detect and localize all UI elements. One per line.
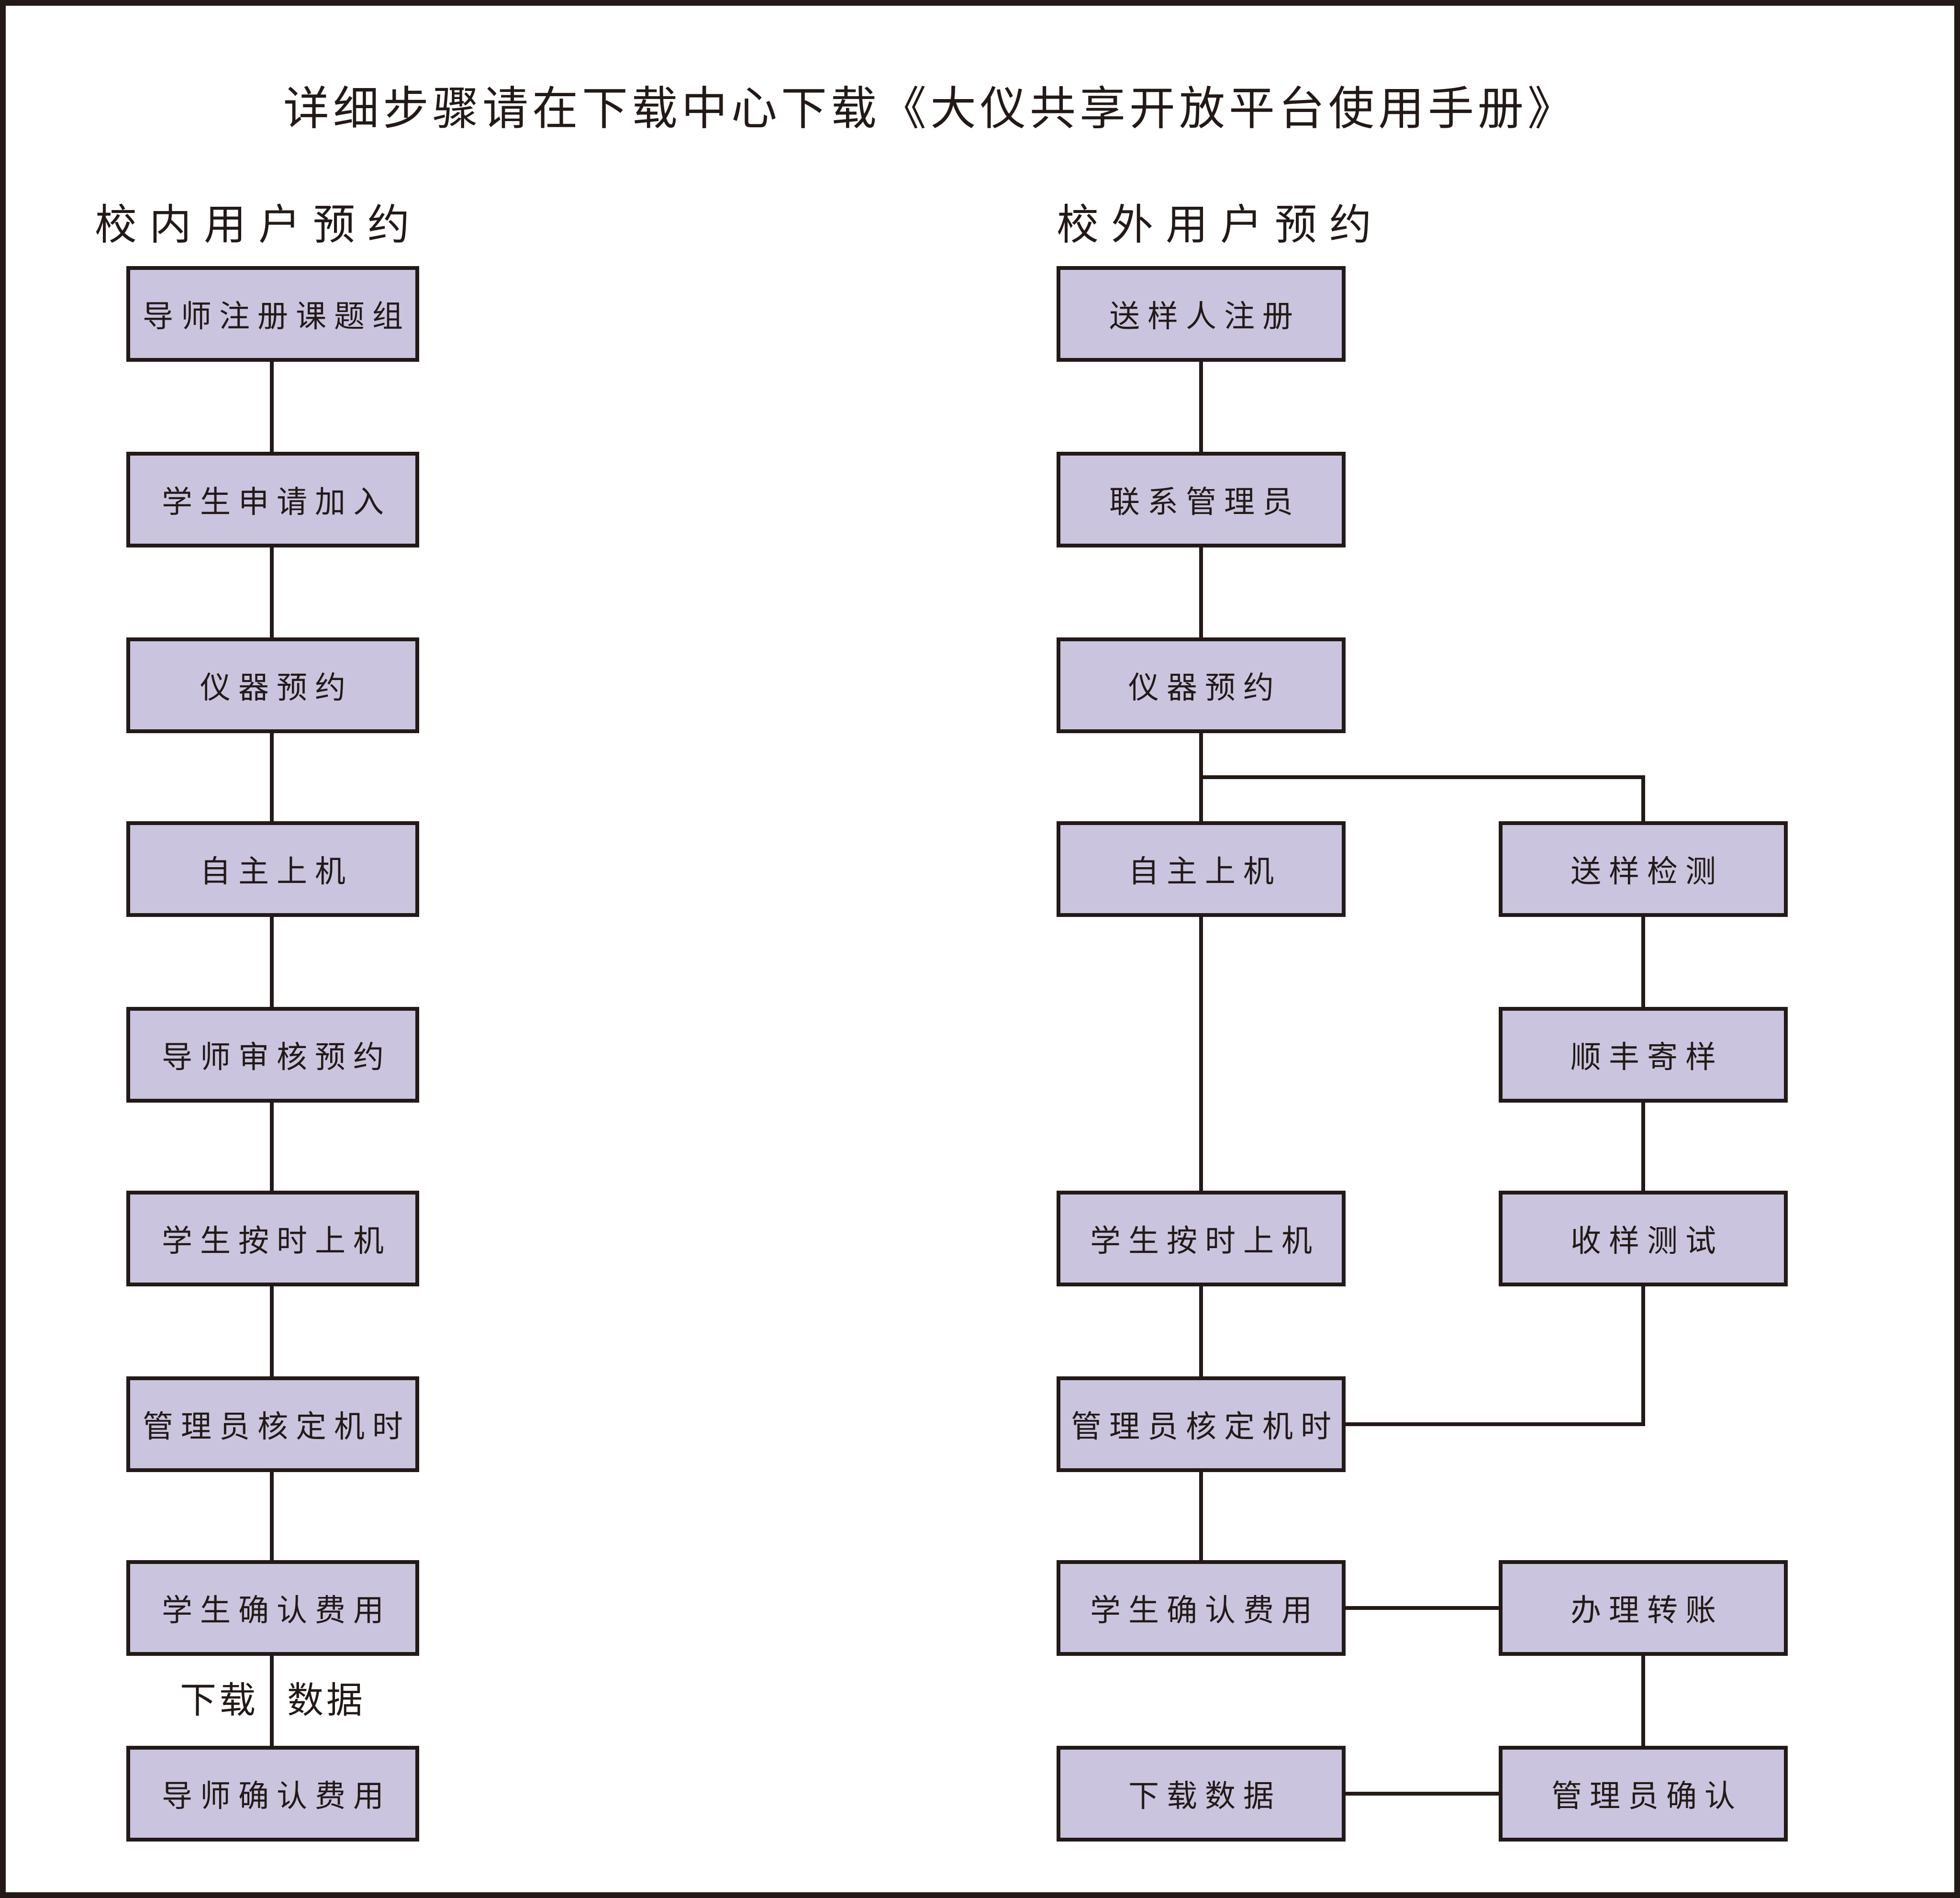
edge-label-data: 数据 [287, 1679, 366, 1721]
connector-line [1199, 917, 1203, 1191]
connector-line [270, 733, 274, 821]
connector-line [1199, 362, 1203, 452]
connector-line [270, 362, 274, 452]
node-ext-process-transfer: 办理转账 [1499, 1560, 1788, 1656]
node-mentor-review-reserve: 导师审核预约 [126, 1007, 419, 1103]
node-admin-verify-hours: 管理员核定机时 [126, 1376, 419, 1472]
connector-line [1199, 775, 1645, 779]
connector-line [270, 1103, 274, 1191]
node-ext-contact-admin: 联系管理员 [1057, 452, 1346, 547]
campus-flow-header: 校内用户预约 [95, 200, 423, 249]
node-ext-sampler-register: 送样人注册 [1057, 266, 1346, 362]
node-instrument-reserve: 仪器预约 [126, 637, 419, 733]
connector-line [1199, 547, 1203, 637]
node-student-ontime-operation: 学生按时上机 [126, 1191, 419, 1286]
node-ext-instrument-reserve: 仪器预约 [1057, 637, 1346, 733]
node-mentor-confirm-fee: 导师确认费用 [126, 1746, 419, 1842]
node-ext-student-ontime-operation: 学生按时上机 [1057, 1191, 1346, 1286]
node-mentor-register-group: 导师注册课题组 [126, 266, 419, 362]
node-ext-admin-confirm: 管理员确认 [1499, 1746, 1788, 1842]
connector-line [1346, 1422, 1645, 1426]
external-flow-header: 校外用户预约 [1057, 200, 1384, 249]
node-ext-admin-verify-hours: 管理员核定机时 [1057, 1376, 1346, 1472]
connector-line [1199, 1286, 1203, 1376]
connector-line [1641, 1656, 1645, 1746]
node-ext-receive-sample-test: 收样测试 [1499, 1191, 1788, 1286]
connector-line [1199, 1472, 1203, 1560]
connector-line [1641, 775, 1645, 821]
page-title: 详细步骤请在下载中心下载《大仪共享开放平台使用手册》 [283, 82, 1577, 135]
node-self-operation: 自主上机 [126, 821, 419, 917]
connector-line [1641, 1103, 1645, 1191]
connector-line [1641, 1286, 1645, 1426]
node-ext-student-confirm-fee: 学生确认费用 [1057, 1560, 1346, 1656]
node-ext-sample-submission-test: 送样检测 [1499, 821, 1788, 917]
connector-line [270, 917, 274, 1007]
connector-line [270, 1286, 274, 1376]
node-ext-sf-express-sample: 顺丰寄样 [1499, 1007, 1788, 1103]
connector-line [1641, 917, 1645, 1007]
node-student-confirm-fee: 学生确认费用 [126, 1560, 419, 1656]
connector-line [1346, 1606, 1499, 1610]
connector-line [270, 1656, 274, 1746]
node-student-apply-join: 学生申请加入 [126, 452, 419, 547]
connector-line [1346, 1792, 1499, 1796]
node-ext-self-operation: 自主上机 [1057, 821, 1346, 917]
connector-line [270, 1472, 274, 1560]
connector-line [270, 547, 274, 637]
edge-label-download: 下载 [180, 1679, 258, 1721]
node-ext-download-data: 下载数据 [1057, 1746, 1346, 1842]
